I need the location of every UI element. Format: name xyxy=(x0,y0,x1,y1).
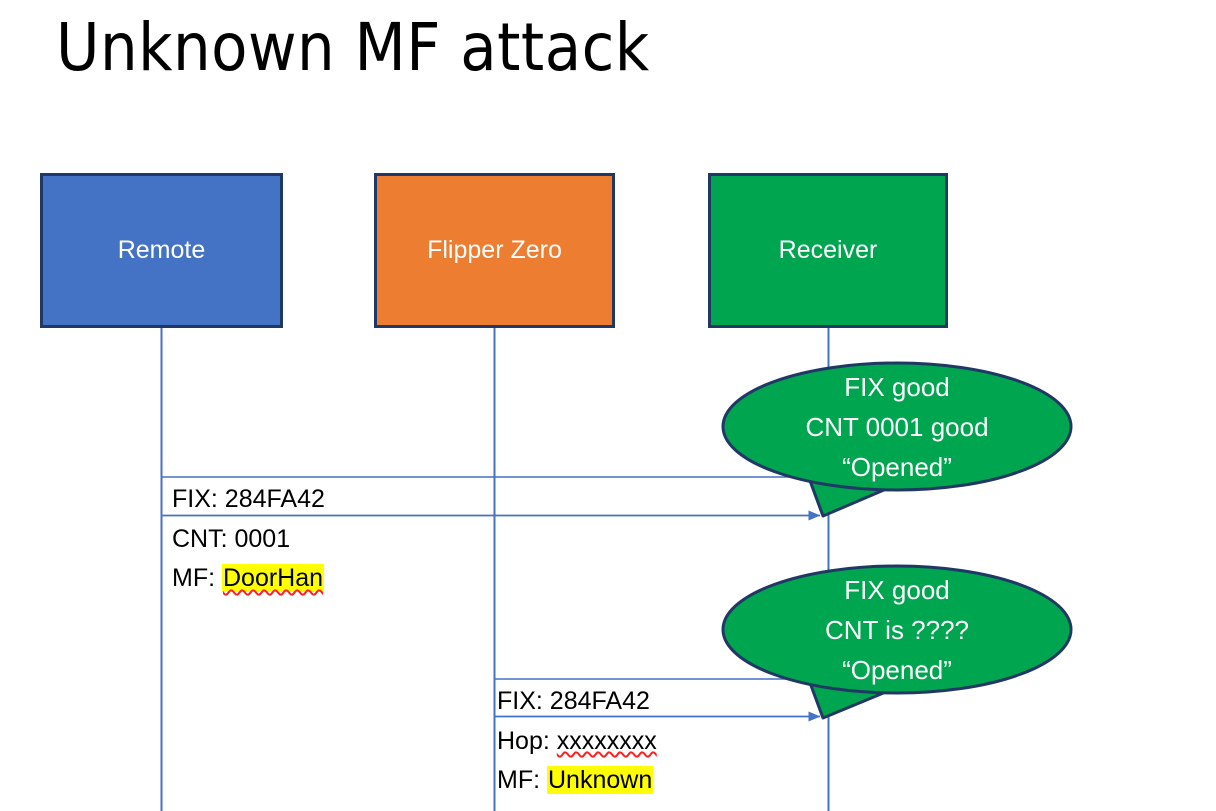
actor-box-remote[interactable]: Remote xyxy=(40,173,283,328)
callout-bubble-2-text: FIX good CNT is ???? “Opened” xyxy=(723,570,1071,690)
message-2-fix-label: FIX: xyxy=(497,687,550,715)
actor-box-receiver[interactable]: Receiver xyxy=(708,173,948,328)
message-1-mf-value: DoorHan xyxy=(222,564,325,592)
page-title: Unknown MF attack xyxy=(56,9,650,86)
callout-bubble-1-line-3: “Opened” xyxy=(842,452,952,482)
callout-bubble-1[interactable] xyxy=(721,361,1073,518)
message-1-mf-label: MF: xyxy=(172,564,222,592)
message-1-cnt-label: CNT: xyxy=(172,525,235,553)
callout-bubble-1-line-1: FIX good xyxy=(844,372,950,402)
callout-bubble-1-body xyxy=(721,361,1073,492)
actor-label-receiver: Receiver xyxy=(778,236,878,264)
message-2-line-mf: MF: Unknown xyxy=(497,760,654,800)
message-1-line-cnt: CNT: 0001 xyxy=(172,519,290,559)
message-2-hop-label: Hop: xyxy=(497,727,557,755)
message-1-line-fix: FIX: 284FA42 xyxy=(172,479,325,519)
callout-bubble-2-line-3: “Opened” xyxy=(842,655,952,685)
actor-box-flipper[interactable]: Flipper Zero xyxy=(374,173,615,328)
actor-label-flipper: Flipper Zero xyxy=(427,236,562,264)
message-1-fix-value: 284FA42 xyxy=(224,485,325,513)
callout-bubble-1-text: FIX good CNT 0001 good “Opened” xyxy=(723,367,1071,487)
callout-bubble-2-body xyxy=(721,564,1073,695)
message-2-hop-value: xxxxxxxx xyxy=(556,727,657,755)
actor-label-remote: Remote xyxy=(117,236,206,264)
message-2-mf-value: Unknown xyxy=(547,766,654,794)
callout-bubble-2-line-2: CNT is ???? xyxy=(824,615,970,645)
message-2-fix-value: 284FA42 xyxy=(549,687,650,715)
message-1-fix-label: FIX: xyxy=(172,485,225,513)
callout-bubble-2-line-1: FIX good xyxy=(844,575,950,605)
message-2-line-fix: FIX: 284FA42 xyxy=(497,681,650,721)
callout-bubble-1-line-2: CNT 0001 good xyxy=(805,412,989,442)
message-1-cnt-value: 0001 xyxy=(234,525,291,553)
message-2-mf-label: MF: xyxy=(497,766,547,794)
callout-bubble-2[interactable] xyxy=(721,564,1073,720)
message-2-line-hop: Hop: xxxxxxxx xyxy=(497,721,657,761)
message-1-line-mf: MF: DoorHan xyxy=(172,558,325,598)
